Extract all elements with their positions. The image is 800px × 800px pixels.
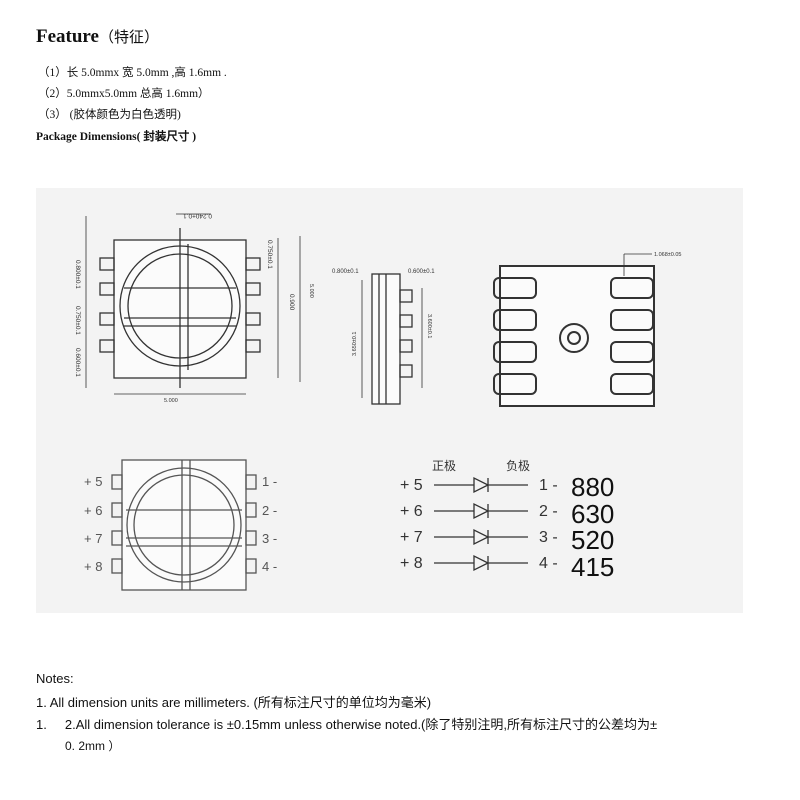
diode-symbol xyxy=(434,476,528,494)
feature-item: （2）5.0mmx5.0mm 总高 1.6mm） xyxy=(38,88,210,100)
pin-label-left: + 7 xyxy=(84,531,102,546)
feature-title: Feature（特征） xyxy=(36,26,159,48)
note-2: 1. 2.All dimension tolerance is ±0.15mm … xyxy=(36,714,657,733)
feature-item: （1）长 5.0mmx 宽 5.0mm ,高 1.6mm . xyxy=(38,67,227,79)
side-view xyxy=(361,273,423,405)
diode-row: + 5 1 - 880 xyxy=(400,472,614,502)
top-view xyxy=(85,213,301,395)
wavelength-label: 415 xyxy=(571,552,614,582)
pin-label-left: + 5 xyxy=(84,474,102,489)
dim-left-mid: 0.750±0.1 xyxy=(74,306,81,335)
feature-title-en: Feature xyxy=(36,26,99,47)
package-dimensions-drawing: 0.240±0.1 0.800±0.1 0.750±0.1 0.600±0.1 … xyxy=(36,188,743,613)
dim-left-top: 0.800±0.1 xyxy=(74,260,81,289)
pin-label-left: + 8 xyxy=(84,559,102,574)
pin-label-right: 3 - xyxy=(262,531,277,546)
pin-label-right: 2 - xyxy=(262,503,277,518)
dim-side-left: 0.800±0.1 xyxy=(332,269,359,275)
pinout-view xyxy=(111,459,257,591)
diode-anode-pin: + 8 xyxy=(400,555,423,572)
diode-anode-pin: + 6 xyxy=(400,503,423,520)
pin-label-right: 4 - xyxy=(262,559,277,574)
diode-row: + 8 4 - 415 xyxy=(400,552,614,582)
wavelength-label: 520 xyxy=(571,525,614,555)
dim-bottom-width: 5.000 xyxy=(164,398,178,404)
wavelength-label: 630 xyxy=(571,499,614,529)
dim-top-pitch: 0.240±0.1 xyxy=(183,212,212,219)
dim-right-outer: 5.000 xyxy=(308,284,314,298)
dim-side-right: 0.600±0.1 xyxy=(408,269,435,275)
dim-left-bot: 0.600±0.1 xyxy=(74,348,81,377)
diode-symbol xyxy=(434,554,528,572)
pin-label-right: 1 - xyxy=(262,474,277,489)
diode-cathode-pin: 4 - xyxy=(539,555,558,572)
diode-anode-pin: + 7 xyxy=(400,529,423,546)
note-1: 1. All dimension units are millimeters. … xyxy=(36,695,432,710)
diode-symbol xyxy=(434,502,528,520)
cathode-label: 负极 xyxy=(506,459,530,473)
dim-side-h3: 3.600±0.1 xyxy=(426,314,432,338)
diode-anode-pin: + 5 xyxy=(400,477,423,494)
pin-label-left: + 6 xyxy=(84,503,102,518)
diode-row: + 7 3 - 520 xyxy=(400,525,614,555)
feature-title-cn: （特征） xyxy=(98,30,159,46)
diode-row: + 6 2 - 630 xyxy=(400,499,614,529)
bottom-view xyxy=(493,253,655,407)
diode-cathode-pin: 2 - xyxy=(539,503,558,520)
wavelength-label: 880 xyxy=(571,472,614,502)
diode-symbol xyxy=(434,528,528,546)
dim-right-mid: 0.900 xyxy=(288,294,295,311)
feature-item: （3） (胶体颜色为白色透明) xyxy=(38,109,181,121)
note-2-continued: 0. 2mm ） xyxy=(65,739,121,753)
notes-heading: Notes: xyxy=(36,671,74,686)
package-dimensions-title: Package Dimensions( 封装尺寸 ) xyxy=(36,131,197,143)
diode-cathode-pin: 1 - xyxy=(539,477,558,494)
dim-right-top: 0.750±0.1 xyxy=(266,240,273,269)
anode-label: 正极 xyxy=(432,459,456,473)
dim-side-h1: 3.650±0.1 xyxy=(352,332,358,356)
diode-cathode-pin: 3 - xyxy=(539,529,558,546)
note-2-text: 2.All dimension tolerance is ±0.15mm unl… xyxy=(64,717,658,732)
note-2-number: 1. xyxy=(36,717,47,732)
dim-bottom-view: 1.068±0.05 xyxy=(654,252,682,258)
